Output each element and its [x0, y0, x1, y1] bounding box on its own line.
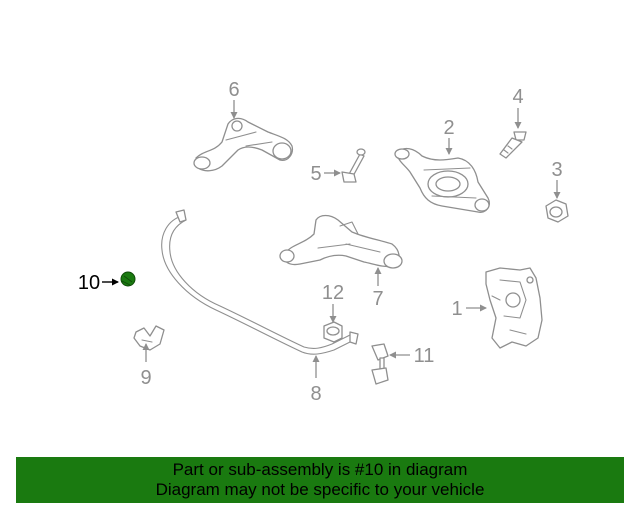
callout-5: 5	[310, 163, 321, 185]
callout-3: 3	[551, 159, 562, 181]
part-6-upper-control-arm	[193, 117, 294, 172]
callout-7: 7	[372, 288, 383, 310]
banner-line-2: Diagram may not be specific to your vehi…	[155, 480, 485, 499]
callout-8: 8	[310, 383, 321, 405]
callout-2: 2	[443, 117, 454, 139]
banner-line-1: Part or sub-assembly is #10 in diagram	[172, 460, 468, 479]
part-5-bolt	[341, 148, 366, 183]
callout-12: 12	[322, 282, 344, 304]
part-3-bushing	[545, 199, 569, 223]
part-1-knuckle	[485, 267, 543, 349]
callout-11: 11	[414, 345, 435, 367]
part-8-stabilizer-bar	[161, 209, 359, 355]
part-11-stabilizer-link	[371, 343, 389, 385]
callout-9: 9	[140, 367, 151, 389]
part-2-lower-control-arm	[394, 147, 490, 213]
callout-10: 10	[78, 272, 100, 294]
callout-4: 4	[512, 86, 523, 108]
part-10-stabilizer-bushing	[120, 271, 136, 287]
part-7-lower-link	[279, 214, 403, 269]
part-4-bolt	[499, 131, 527, 159]
info-banner: Part or sub-assembly is #10 in diagram D…	[16, 457, 624, 503]
callout-leaders	[102, 100, 561, 378]
callout-6: 6	[228, 79, 239, 101]
part-12-bushing	[323, 321, 343, 343]
part-9-bracket	[133, 325, 165, 351]
callout-1: 1	[451, 298, 462, 320]
